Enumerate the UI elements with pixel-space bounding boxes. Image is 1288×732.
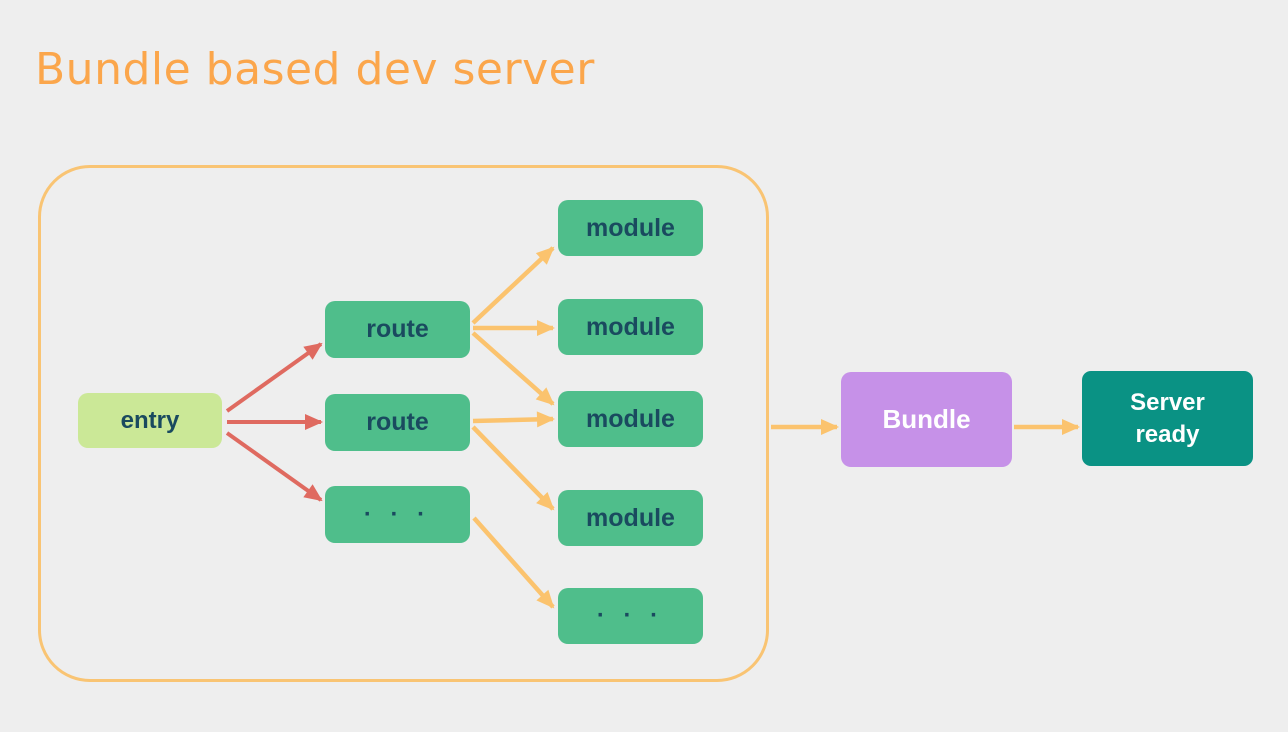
entry-node: entry bbox=[78, 393, 222, 448]
server-ready-label-line1: Server bbox=[1130, 389, 1205, 417]
module-node-2-label: module bbox=[586, 312, 675, 341]
route-node-2-label: route bbox=[366, 408, 429, 436]
route-node-ellipsis-label: · · · bbox=[363, 500, 432, 528]
route-node-1-label: route bbox=[366, 315, 429, 343]
module-node-1-label: module bbox=[586, 213, 675, 242]
page-title: Bundle based dev server bbox=[35, 44, 595, 95]
module-node-ellipsis-label: · · · bbox=[596, 602, 665, 629]
module-node-4-label: module bbox=[586, 503, 675, 532]
module-node-2: module bbox=[558, 299, 703, 355]
module-node-ellipsis: · · · bbox=[558, 588, 703, 644]
module-node-4: module bbox=[558, 490, 703, 546]
bundle-node-label: Bundle bbox=[882, 404, 971, 434]
route-node-ellipsis: · · · bbox=[325, 486, 470, 543]
dev-server-group-outline bbox=[38, 165, 769, 682]
module-node-1: module bbox=[558, 200, 703, 256]
module-node-3: module bbox=[558, 391, 703, 447]
route-node-1: route bbox=[325, 301, 470, 358]
route-node-2: route bbox=[325, 394, 470, 451]
module-node-3-label: module bbox=[586, 404, 675, 433]
server-ready-node: Server ready bbox=[1082, 371, 1253, 466]
bundle-node: Bundle bbox=[841, 372, 1012, 467]
entry-node-label: entry bbox=[120, 406, 180, 434]
server-ready-label-line2: ready bbox=[1135, 420, 1200, 448]
